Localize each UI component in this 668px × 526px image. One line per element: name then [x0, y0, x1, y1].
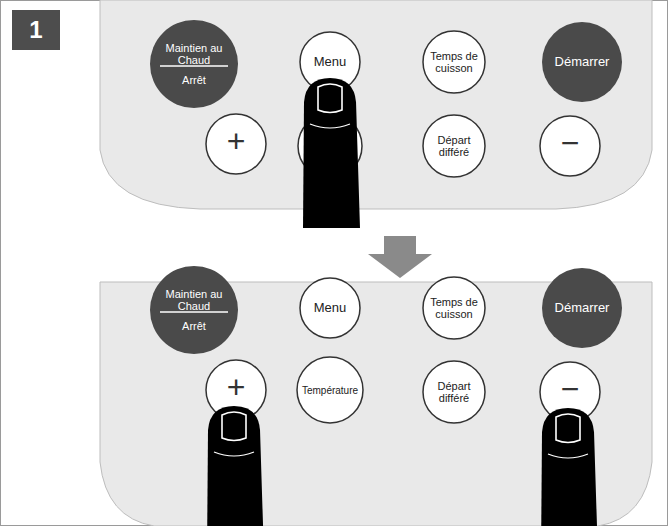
button: Température [299, 375, 361, 405]
button: Maintien au ChaudArrêt [154, 24, 234, 104]
button [300, 278, 360, 338]
button: Menu [304, 288, 356, 328]
button-label: Maintien au Chaud [154, 42, 234, 66]
button [423, 115, 485, 177]
finger [541, 408, 598, 526]
button-label: Menu [314, 55, 347, 69]
button-label: Arrêt [182, 74, 206, 86]
button: Maintien au ChaudArrêt [154, 270, 234, 350]
button [150, 266, 238, 354]
button: Départ différé [426, 370, 482, 414]
button-label: + [227, 370, 246, 405]
button: Menu [304, 42, 356, 82]
button: Temps de cuisson [426, 40, 482, 84]
finger [207, 406, 264, 526]
button-label: + [227, 124, 246, 159]
callout-number: 1 [29, 17, 42, 43]
button [423, 31, 485, 93]
button: Temps de cuisson [426, 286, 482, 330]
button-label: Départ différé [426, 134, 482, 158]
button [542, 268, 622, 348]
button-label: Temps de cuisson [426, 296, 482, 320]
button [297, 357, 363, 423]
button-label: Arrêt [182, 320, 206, 332]
button-label: Démarrer [555, 55, 610, 69]
button [423, 361, 485, 423]
button: Départ différé [426, 124, 482, 168]
button: − [550, 126, 590, 162]
down-arrow [368, 236, 432, 278]
step-number: 1 [12, 10, 60, 50]
button-label: Maintien au Chaud [154, 288, 234, 312]
button [540, 116, 600, 176]
button-label: Temps de cuisson [426, 50, 482, 74]
button: Démarrer [546, 288, 618, 328]
button-label: Départ différé [426, 380, 482, 404]
button-label: Température [302, 385, 358, 396]
button-label: − [561, 372, 580, 407]
button-label: Menu [314, 301, 347, 315]
button-label: Démarrer [555, 301, 610, 315]
button: + [216, 370, 256, 406]
button: Démarrer [546, 42, 618, 82]
control-panel [100, 0, 652, 209]
finger [303, 78, 360, 228]
button-label: − [561, 126, 580, 161]
button: − [550, 372, 590, 408]
button [206, 114, 266, 174]
button [423, 277, 485, 339]
step-badge [12, 10, 60, 50]
button: + [216, 124, 256, 160]
button [542, 22, 622, 102]
button [150, 20, 238, 108]
